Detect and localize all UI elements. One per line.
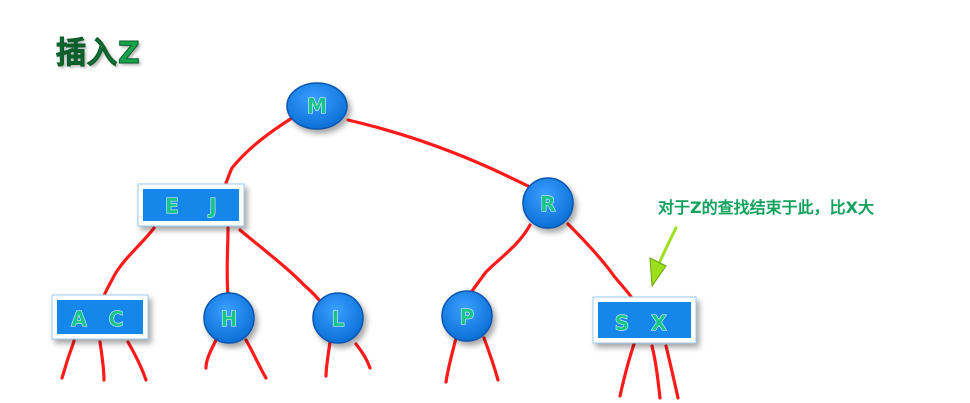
node-x-key: X	[651, 311, 667, 335]
edge-ej-h	[225, 226, 230, 298]
node-m-key: M	[307, 94, 327, 118]
edge-m-r	[346, 118, 538, 192]
null-link-l-left	[324, 340, 332, 378]
null-link-s-x-2	[664, 344, 680, 400]
node-p-key: P	[460, 305, 475, 329]
node-s-key: S	[615, 311, 629, 335]
node-r-key: R	[540, 192, 555, 216]
null-link-s-x-1	[650, 344, 662, 400]
node-j-key: J	[207, 194, 216, 218]
null-link-l-right	[354, 342, 372, 370]
node-sx	[592, 296, 697, 344]
node-l-key: L	[332, 307, 345, 331]
node-ac	[51, 294, 149, 340]
edge-ej-ac	[102, 226, 156, 298]
null-link-a-c	[98, 340, 106, 382]
node-h-key: H	[221, 307, 238, 331]
null-link-p-left	[444, 336, 458, 384]
edge-r-p	[468, 223, 532, 296]
node-h	[203, 292, 255, 344]
diagram-title: 插入Z	[56, 36, 141, 72]
null-link-h-right	[244, 338, 268, 380]
null-link-a-left	[60, 339, 76, 380]
edge-r-sx	[566, 222, 634, 300]
node-a-key: A	[71, 307, 87, 331]
node-r	[522, 177, 574, 229]
node-e-key: E	[165, 194, 179, 218]
node-c-key: C	[109, 307, 124, 331]
null-link-h-left	[204, 338, 218, 370]
null-link-c-right	[126, 340, 148, 382]
node-l	[312, 292, 364, 344]
annotation-arrow	[649, 226, 678, 288]
null-link-p-right	[482, 336, 500, 382]
edge-m-ej	[224, 116, 294, 185]
node-m	[286, 82, 348, 130]
node-ej	[137, 183, 245, 227]
node-p	[441, 290, 493, 342]
annotation-text: 对于Z的查找结束于此，比X大	[658, 198, 874, 217]
edge-ej-l	[238, 228, 324, 306]
null-link-s-left	[618, 342, 636, 398]
